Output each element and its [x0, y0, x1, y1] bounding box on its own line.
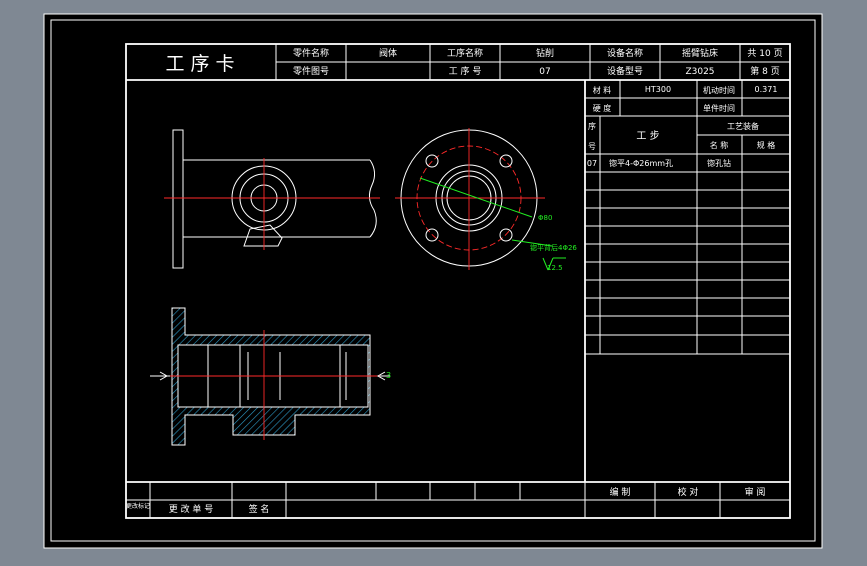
page-number: 第 8 页 [750, 65, 779, 77]
diameter-annotation: Φ80 [538, 214, 552, 222]
datum-mark: 3 [386, 371, 391, 380]
process-name-value: 钻削 [536, 47, 554, 59]
equipment-model-value: Z3025 [685, 67, 714, 77]
step-row-no: 07 [587, 159, 597, 168]
material-value: HT300 [645, 85, 671, 94]
change-mark-label: 更改标记 [126, 502, 150, 510]
section-view [150, 307, 390, 446]
title-block-header [126, 44, 790, 81]
part-drawing-label: 零件图号 [293, 65, 329, 77]
check-label: 校 对 [678, 486, 699, 498]
equipment-name-label: 设备名称 [607, 47, 643, 59]
seq-label-top: 序 [588, 121, 596, 131]
sign-label: 签 名 [249, 503, 270, 515]
process-steps-table [584, 80, 790, 482]
machine-time-label: 机动时间 [703, 85, 735, 95]
step-row-tool: 锪孔钻 [707, 158, 731, 168]
tool-name-label: 名 称 [710, 140, 729, 150]
tool-spec-label: 规 格 [757, 140, 776, 150]
equipment-name-value: 摇臂钻床 [682, 47, 718, 59]
review-label: 审 阅 [745, 486, 766, 498]
process-no-value: 07 [539, 67, 550, 77]
process-no-label: 工 序 号 [449, 65, 482, 77]
total-pages: 共 10 页 [747, 48, 782, 59]
machine-time-value: 0.371 [755, 85, 778, 94]
material-label: 材 料 [593, 85, 612, 95]
flange-view [395, 128, 566, 271]
compile-label: 编 制 [610, 486, 631, 498]
drawing-frame [125, 43, 791, 519]
hardness-label: 硬 度 [593, 103, 612, 113]
step-label: 工 步 [636, 130, 659, 142]
spotface-annotation: 锪平背后4Φ26 [530, 243, 577, 252]
sheet-border [50, 19, 816, 542]
equipment-model-label: 设备型号 [607, 65, 643, 77]
equipment-label: 工艺装备 [727, 121, 759, 131]
roughness-annotation: 12.5 [547, 264, 563, 272]
process-name-label: 工序名称 [447, 47, 483, 59]
part-name-label: 零件名称 [293, 47, 329, 59]
unit-time-label: 单件时间 [703, 103, 735, 113]
side-view [164, 129, 380, 269]
change-no-label: 更 改 单 号 [169, 503, 214, 515]
step-row-desc: 锪平4-Φ26mm孔 [609, 158, 673, 168]
seq-label-bottom: 号 [588, 142, 596, 151]
drawing-sheet [43, 13, 823, 549]
title-block-footer [126, 481, 790, 518]
part-name-value: 阀体 [379, 47, 397, 59]
card-title: 工 序 卡 [165, 53, 234, 75]
